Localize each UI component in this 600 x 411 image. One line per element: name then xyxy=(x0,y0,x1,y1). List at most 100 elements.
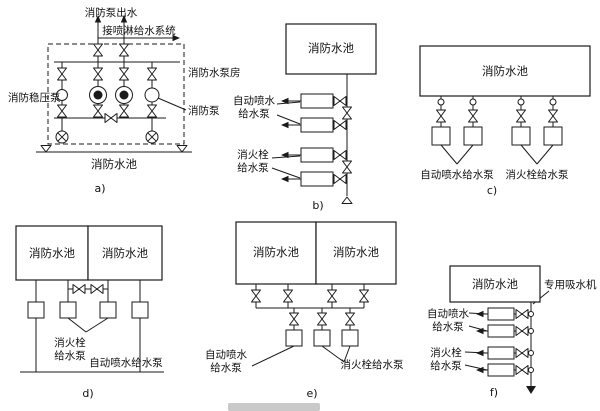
pump-room-boundary xyxy=(47,43,185,145)
tank-label: 消防水池 xyxy=(333,245,379,259)
fire-water-tank-box xyxy=(449,265,541,303)
water-level-icon xyxy=(176,145,188,153)
label-sprinkler-pump: 自动喷水 xyxy=(427,307,469,320)
fire-water-tank-box xyxy=(15,225,89,281)
label-sprinkler-pump: 自动喷水给水泵 xyxy=(89,356,163,369)
valve-icon xyxy=(93,67,103,81)
valve-icon xyxy=(468,109,478,123)
piping xyxy=(440,96,554,165)
label-hydrant-pump: 消火栓 xyxy=(430,346,462,359)
pump-box xyxy=(487,307,515,321)
tank-label: 消防水池 xyxy=(102,246,148,260)
valve-icon xyxy=(90,284,104,294)
label-pump-outlet: 消防泵出水 xyxy=(85,6,138,19)
valve-icon xyxy=(345,312,355,326)
pump-box xyxy=(300,147,334,163)
valve-icon xyxy=(119,104,129,118)
pump-box xyxy=(59,301,77,319)
label-hydrant-pump: 给水泵 xyxy=(237,161,269,174)
label-pump-room: 消防水泵房 xyxy=(188,66,241,79)
valve-icon xyxy=(119,67,129,81)
diagram-c: 消防水池 自动喷水给水泵 消火栓给水泵 c) xyxy=(419,45,591,197)
pump-box xyxy=(487,363,515,377)
valve-icon xyxy=(515,326,529,336)
valve-icon xyxy=(104,113,118,123)
pipe-junction-icon xyxy=(528,367,534,373)
label-hydrant-pump: 消火栓给水泵 xyxy=(506,168,569,181)
fire-water-tank-box xyxy=(235,221,317,285)
label-hydrant-pump: 消火栓 xyxy=(54,336,86,349)
valve-icon xyxy=(548,109,558,123)
valve-icon xyxy=(93,104,103,118)
label-sprinkler-pump: 给水泵 xyxy=(238,107,270,120)
pipe-junction-icon xyxy=(528,311,534,317)
label-sprinkler-pump: 自动喷水 xyxy=(233,94,275,107)
caption-f: f) xyxy=(490,386,498,399)
label-sprinkler-pump: 自动喷水 xyxy=(205,348,247,361)
pump-box xyxy=(131,301,149,319)
pump-box xyxy=(27,301,45,319)
pipe-joint-icon xyxy=(517,98,525,106)
flow-arrow-icon xyxy=(476,310,484,318)
valve-icon xyxy=(515,309,529,319)
flow-arrow-icon xyxy=(281,121,289,129)
pump-box xyxy=(463,126,483,146)
label-hydrant-pump: 给水泵 xyxy=(54,349,86,362)
label-sprinkler-pump: 给水泵 xyxy=(210,361,242,374)
valve-icon xyxy=(515,348,529,358)
valve-icon xyxy=(72,284,86,294)
valve-icon xyxy=(333,96,347,106)
pipe-junction-icon xyxy=(528,328,534,334)
label-stabilizing-pump: 消防稳压泵 xyxy=(8,91,61,104)
pump-box xyxy=(285,329,303,347)
caption-e: e) xyxy=(306,387,317,400)
pipe-junction-icon xyxy=(528,350,534,356)
valve-icon xyxy=(57,67,67,81)
pump-box xyxy=(511,126,531,146)
valve-icon xyxy=(57,104,67,118)
fire-water-tank-box xyxy=(285,23,377,75)
pump-box xyxy=(300,93,334,109)
caption-a: a) xyxy=(94,182,105,195)
fire-water-tank-box xyxy=(315,221,397,285)
tank-label: 消防水池 xyxy=(29,246,75,260)
diagram-e: 消防水池 消防水池 自动喷水 给水泵 消火栓给水泵 e) xyxy=(205,221,404,400)
label-fire-pump: 消防泵 xyxy=(188,104,220,117)
fire-pump-icon xyxy=(115,86,133,104)
pump-box xyxy=(487,346,515,360)
valve-icon xyxy=(515,365,529,375)
valve-icon xyxy=(359,289,369,303)
pump-box xyxy=(300,117,334,133)
valve-icon xyxy=(251,289,261,303)
valve-icon xyxy=(147,67,157,81)
valve-icon xyxy=(333,120,347,130)
pipe-joint-icon xyxy=(437,98,445,106)
piping xyxy=(20,280,164,373)
pipe-end-icon xyxy=(526,386,536,394)
diagram-f: 消防水池 专用吸水机 自动喷水 给水泵 消火栓 给水泵 f) xyxy=(427,265,597,399)
pipe-end-icon xyxy=(341,196,353,204)
valve-icon xyxy=(283,289,293,303)
pump-box xyxy=(300,171,334,187)
label-sprinkler-pump: 给水泵 xyxy=(432,320,464,333)
label-sprinkler-system: 接喷淋给水系统 xyxy=(102,24,176,37)
valve-icon xyxy=(333,174,347,184)
watermark-box xyxy=(228,403,320,411)
diagram-d: 消防水池 消防水池 消火栓 给水泵 自动喷水给水泵 d) xyxy=(15,225,164,400)
foot-valve-icon xyxy=(55,130,69,144)
valve-icon xyxy=(289,312,299,326)
pipe-joint-icon xyxy=(549,98,557,106)
tank-label: 消防水池 xyxy=(308,41,354,55)
foot-valve-icon xyxy=(145,130,159,144)
valve-icon xyxy=(342,106,352,120)
pump-box xyxy=(341,329,359,347)
valve-icon xyxy=(436,109,446,123)
valve-icon xyxy=(327,289,337,303)
caption-b: b) xyxy=(312,199,323,212)
tank-label: 消防水池 xyxy=(91,157,137,171)
diagram-b: 消防水池 自动喷水 给水泵 消火栓 给水泵 b) xyxy=(233,23,377,212)
label-sprinkler-pump: 自动喷水给水泵 xyxy=(420,168,494,181)
label-hydrant-pump: 给水泵 xyxy=(430,359,462,372)
